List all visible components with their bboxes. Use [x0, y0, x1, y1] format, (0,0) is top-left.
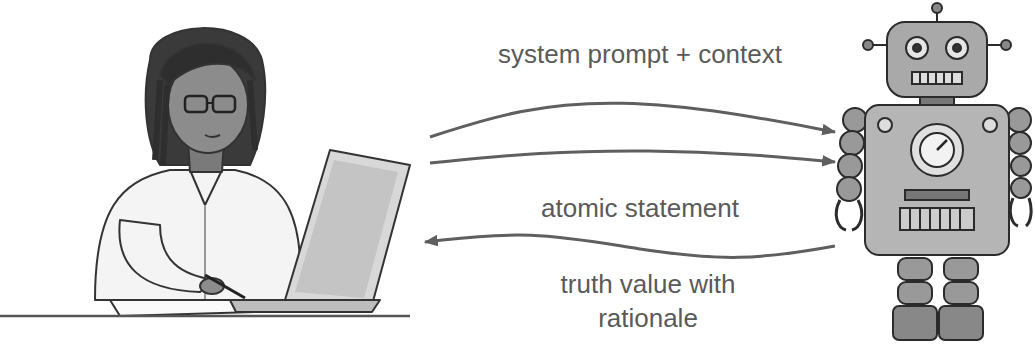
woman-illustration — [0, 28, 410, 316]
arrow-label: truth value with rationale — [528, 268, 768, 336]
flow-arrow — [430, 151, 835, 163]
robot-illustration — [836, 3, 1031, 340]
arrow-label: system prompt + context — [450, 38, 830, 72]
arrow-label: atomic statement — [490, 192, 790, 226]
flow-arrow — [425, 235, 835, 257]
flow-arrow — [430, 103, 835, 137]
